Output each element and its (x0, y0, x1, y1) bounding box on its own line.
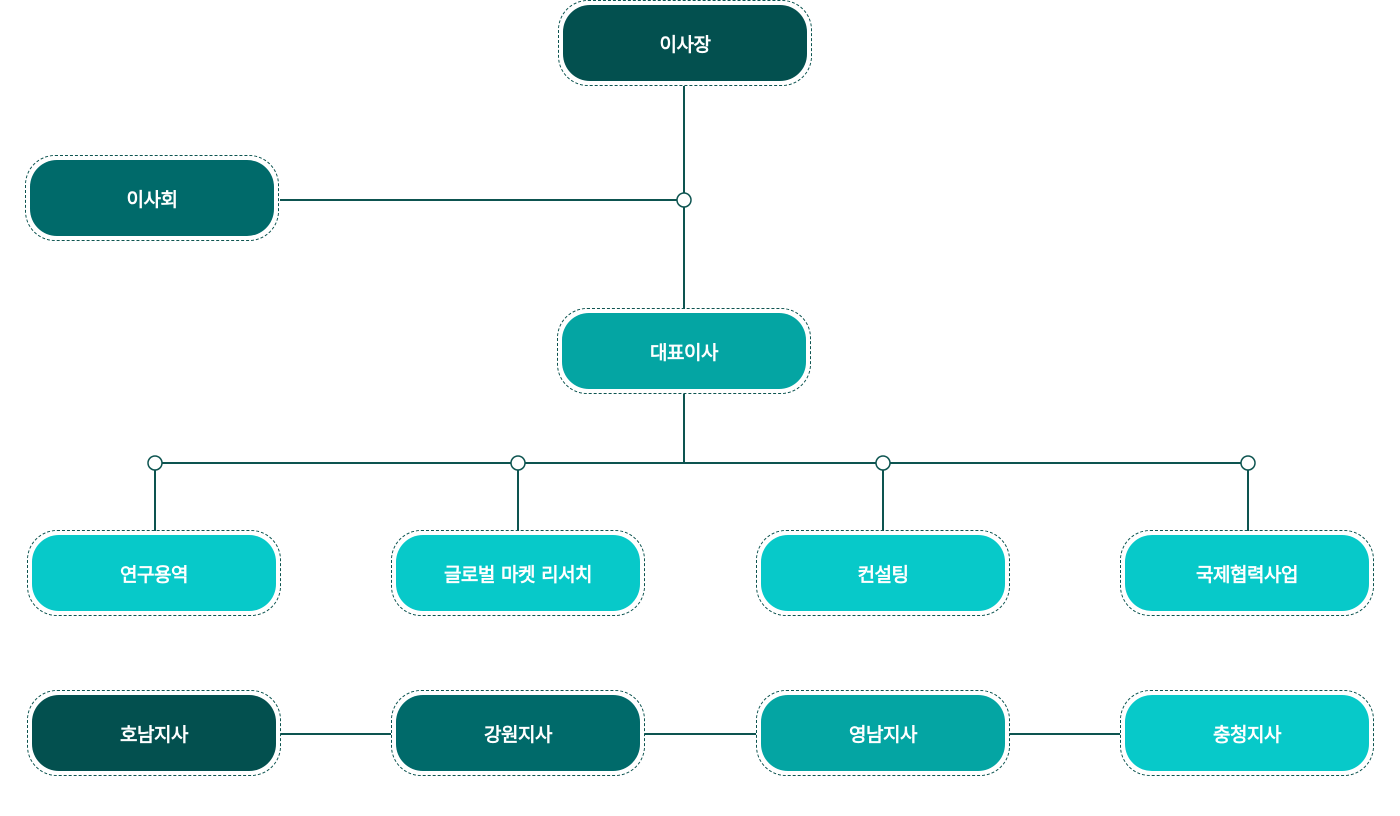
bus-dot-3 (875, 455, 891, 471)
division-node-consulting: 컨설팅 (756, 530, 1010, 616)
board-node: 이사회 (25, 155, 279, 241)
branch-label: 강원지사 (396, 695, 640, 771)
division-label: 글로벌 마켓 리서치 (396, 535, 640, 611)
branch-label: 호남지사 (32, 695, 276, 771)
bus-dot-2 (510, 455, 526, 471)
ceo-node: 대표이사 (557, 308, 811, 394)
division-node-global-market-research: 글로벌 마켓 리서치 (391, 530, 645, 616)
bus-dot-1 (147, 455, 163, 471)
chairman-label: 이사장 (563, 5, 807, 81)
chairman-node: 이사장 (558, 0, 812, 86)
division-label: 국제협력사업 (1125, 535, 1369, 611)
division-node-research: 연구용역 (27, 530, 281, 616)
board-label: 이사회 (30, 160, 274, 236)
junction-dot (676, 192, 692, 208)
branch-node-honam: 호남지사 (27, 690, 281, 776)
ceo-label: 대표이사 (562, 313, 806, 389)
division-label: 연구용역 (32, 535, 276, 611)
division-node-international-cooperation: 국제협력사업 (1120, 530, 1374, 616)
branch-node-yeongnam: 영남지사 (756, 690, 1010, 776)
branch-label: 충청지사 (1125, 695, 1369, 771)
branch-node-chungcheong: 충청지사 (1120, 690, 1374, 776)
branch-label: 영남지사 (761, 695, 1005, 771)
division-label: 컨설팅 (761, 535, 1005, 611)
branch-node-gangwon: 강원지사 (391, 690, 645, 776)
bus-dot-4 (1240, 455, 1256, 471)
